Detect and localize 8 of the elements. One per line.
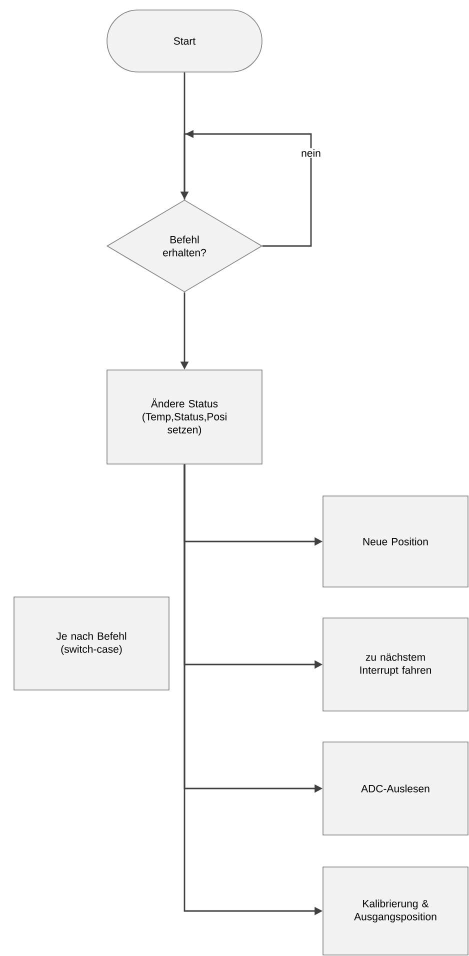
process-box: Neue Position	[322, 496, 468, 588]
process-box: Ändere Status (Temp,Status,Posi setzen)	[106, 370, 262, 464]
process-box: ADC-Auslesen	[322, 742, 468, 836]
process-box: Je nach Befehl (switch-case)	[14, 596, 170, 690]
process-box: Kalibrierung & Ausgangsposition	[322, 866, 468, 956]
process-box: zu nächstem Interrupt fahren	[322, 618, 468, 712]
arrow	[184, 130, 312, 247]
edge-label: nein	[300, 148, 322, 158]
